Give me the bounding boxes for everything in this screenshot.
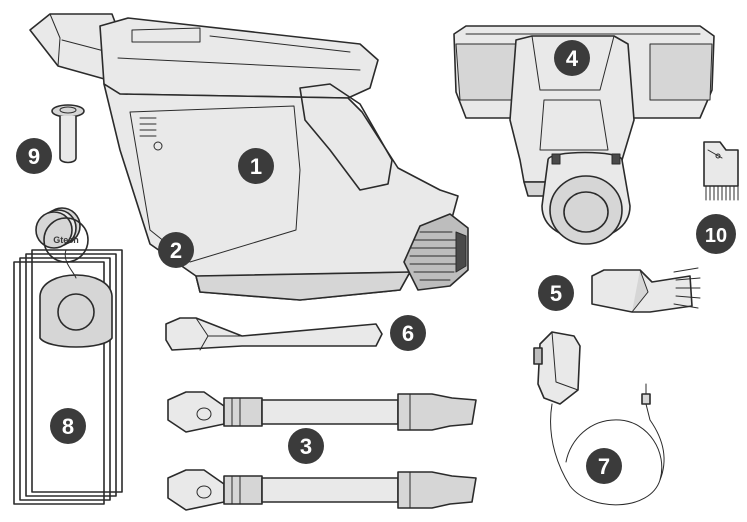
part-8-number: 8 <box>62 414 74 439</box>
cleaning-comb-tool-illustration <box>704 142 738 200</box>
extension-tube-lower-illustration <box>168 470 476 510</box>
brush-tool-illustration <box>592 268 700 312</box>
part-10-badge: 10 <box>696 214 736 254</box>
part-2-badge: 2 <box>158 232 194 268</box>
part-4-badge: 4 <box>554 40 590 76</box>
part-6-number: 6 <box>402 321 414 346</box>
part-4-number: 4 <box>566 46 579 71</box>
part-3-number: 3 <box>300 434 312 459</box>
comb-teeth <box>706 186 738 200</box>
part-1-number: 1 <box>250 154 262 179</box>
part-7-badge: 7 <box>586 448 622 484</box>
part-2-number: 2 <box>170 238 182 263</box>
crevice-tool-illustration <box>166 318 382 350</box>
part-3-badge: 3 <box>288 428 324 464</box>
part-9-number: 9 <box>28 144 40 169</box>
part-8-badge: 8 <box>50 408 86 444</box>
part-5-badge: 5 <box>538 275 574 311</box>
part-5-number: 5 <box>550 281 562 306</box>
extension-tube-upper-illustration <box>168 392 476 432</box>
part-10-number: 10 <box>705 225 727 247</box>
brand-label: Gtech <box>53 235 79 245</box>
part-6-badge: 6 <box>390 315 426 351</box>
dust-bags-illustration: Gtech <box>14 208 122 504</box>
part-9-badge: 9 <box>16 138 52 174</box>
part-1-badge: 1 <box>238 148 274 184</box>
bag-clip-illustration <box>52 105 84 163</box>
part-7-number: 7 <box>598 454 610 479</box>
